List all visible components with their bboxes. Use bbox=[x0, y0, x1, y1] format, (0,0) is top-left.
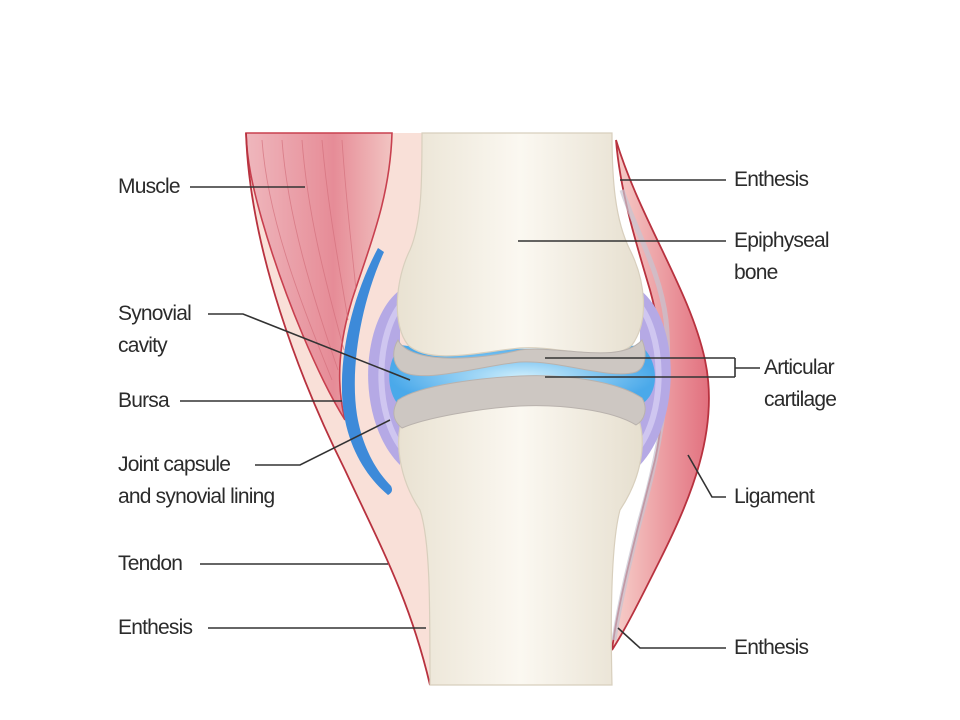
label-epiphyseal-bone-line2: bone bbox=[734, 261, 778, 284]
label-joint-capsule-line1: Joint capsule bbox=[118, 453, 231, 476]
label-enthesis-top-right: Enthesis bbox=[734, 168, 809, 191]
lower-bone bbox=[398, 396, 643, 686]
upper-bone bbox=[396, 132, 645, 357]
bursa bbox=[341, 248, 392, 495]
label-ligament: Ligament bbox=[734, 485, 815, 508]
label-joint-capsule-line2: and synovial lining bbox=[118, 485, 275, 508]
leader-lines bbox=[180, 179, 760, 649]
label-epiphyseal-bone-line1: Epiphyseal bbox=[734, 229, 830, 252]
label-synovial-cavity-line2: cavity bbox=[118, 334, 168, 357]
muscle-left bbox=[245, 132, 393, 421]
label-enthesis-bottom-right: Enthesis bbox=[734, 636, 809, 659]
label-tendon: Tendon bbox=[118, 552, 183, 575]
muscle-fibers bbox=[261, 139, 357, 381]
articular-cartilage-lower bbox=[393, 375, 646, 429]
label-articular-cartilage-line1: Articular bbox=[764, 356, 835, 379]
label-enthesis-left: Enthesis bbox=[118, 616, 193, 639]
label-bursa: Bursa bbox=[118, 389, 170, 412]
articular-cartilage-upper bbox=[393, 338, 646, 377]
label-articular-cartilage-line2: cartilage bbox=[764, 388, 837, 411]
label-muscle: Muscle bbox=[118, 175, 181, 198]
tendon-outline-left bbox=[245, 132, 431, 686]
label-synovial-cavity-line1: Synovial bbox=[118, 302, 192, 325]
